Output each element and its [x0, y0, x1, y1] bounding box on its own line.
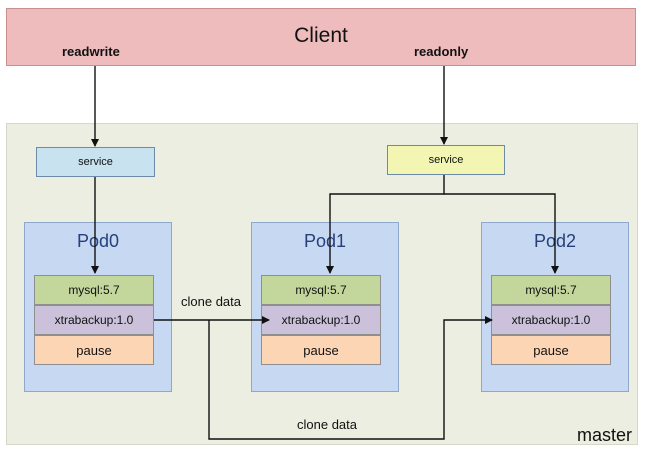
- clone-to-pod2-arrow: [208, 316, 493, 440]
- service-to-pod2-arrow: [444, 193, 559, 274]
- readonly-service: service: [387, 145, 505, 175]
- pod0-xtrabackup-layer: xtrabackup:1.0: [34, 305, 154, 335]
- pod1: Pod1 mysql:5.7 xtrabackup:1.0 pause: [251, 222, 399, 392]
- readwrite-label: readwrite: [62, 44, 120, 59]
- pod0-title: Pod0: [76, 231, 120, 251]
- pod1-pause-layer: pause: [261, 335, 381, 365]
- service-to-pod1-arrow: [326, 175, 445, 274]
- master-label: master: [576, 425, 632, 445]
- pod1-mysql-layer: mysql:5.7: [261, 275, 381, 305]
- readonly-label: readonly: [414, 44, 469, 59]
- readwrite-service: service: [36, 147, 155, 177]
- client-box: [6, 8, 636, 66]
- pod0-mysql-layer: mysql:5.7: [34, 275, 154, 305]
- pod2-mysql-layer: mysql:5.7: [491, 275, 611, 305]
- pod1-title: Pod1: [303, 231, 347, 251]
- clone-data-label-upper: clone data: [181, 294, 241, 309]
- pod0: Pod0 mysql:5.7 xtrabackup:1.0 pause: [24, 222, 172, 392]
- pod2-xtrabackup-layer: xtrabackup:1.0: [491, 305, 611, 335]
- pod0-pause-layer: pause: [34, 335, 154, 365]
- pod1-xtrabackup-layer: xtrabackup:1.0: [261, 305, 381, 335]
- clone-data-label-lower: clone data: [297, 417, 357, 432]
- client-title: Client: [294, 24, 348, 47]
- pod2-pause-layer: pause: [491, 335, 611, 365]
